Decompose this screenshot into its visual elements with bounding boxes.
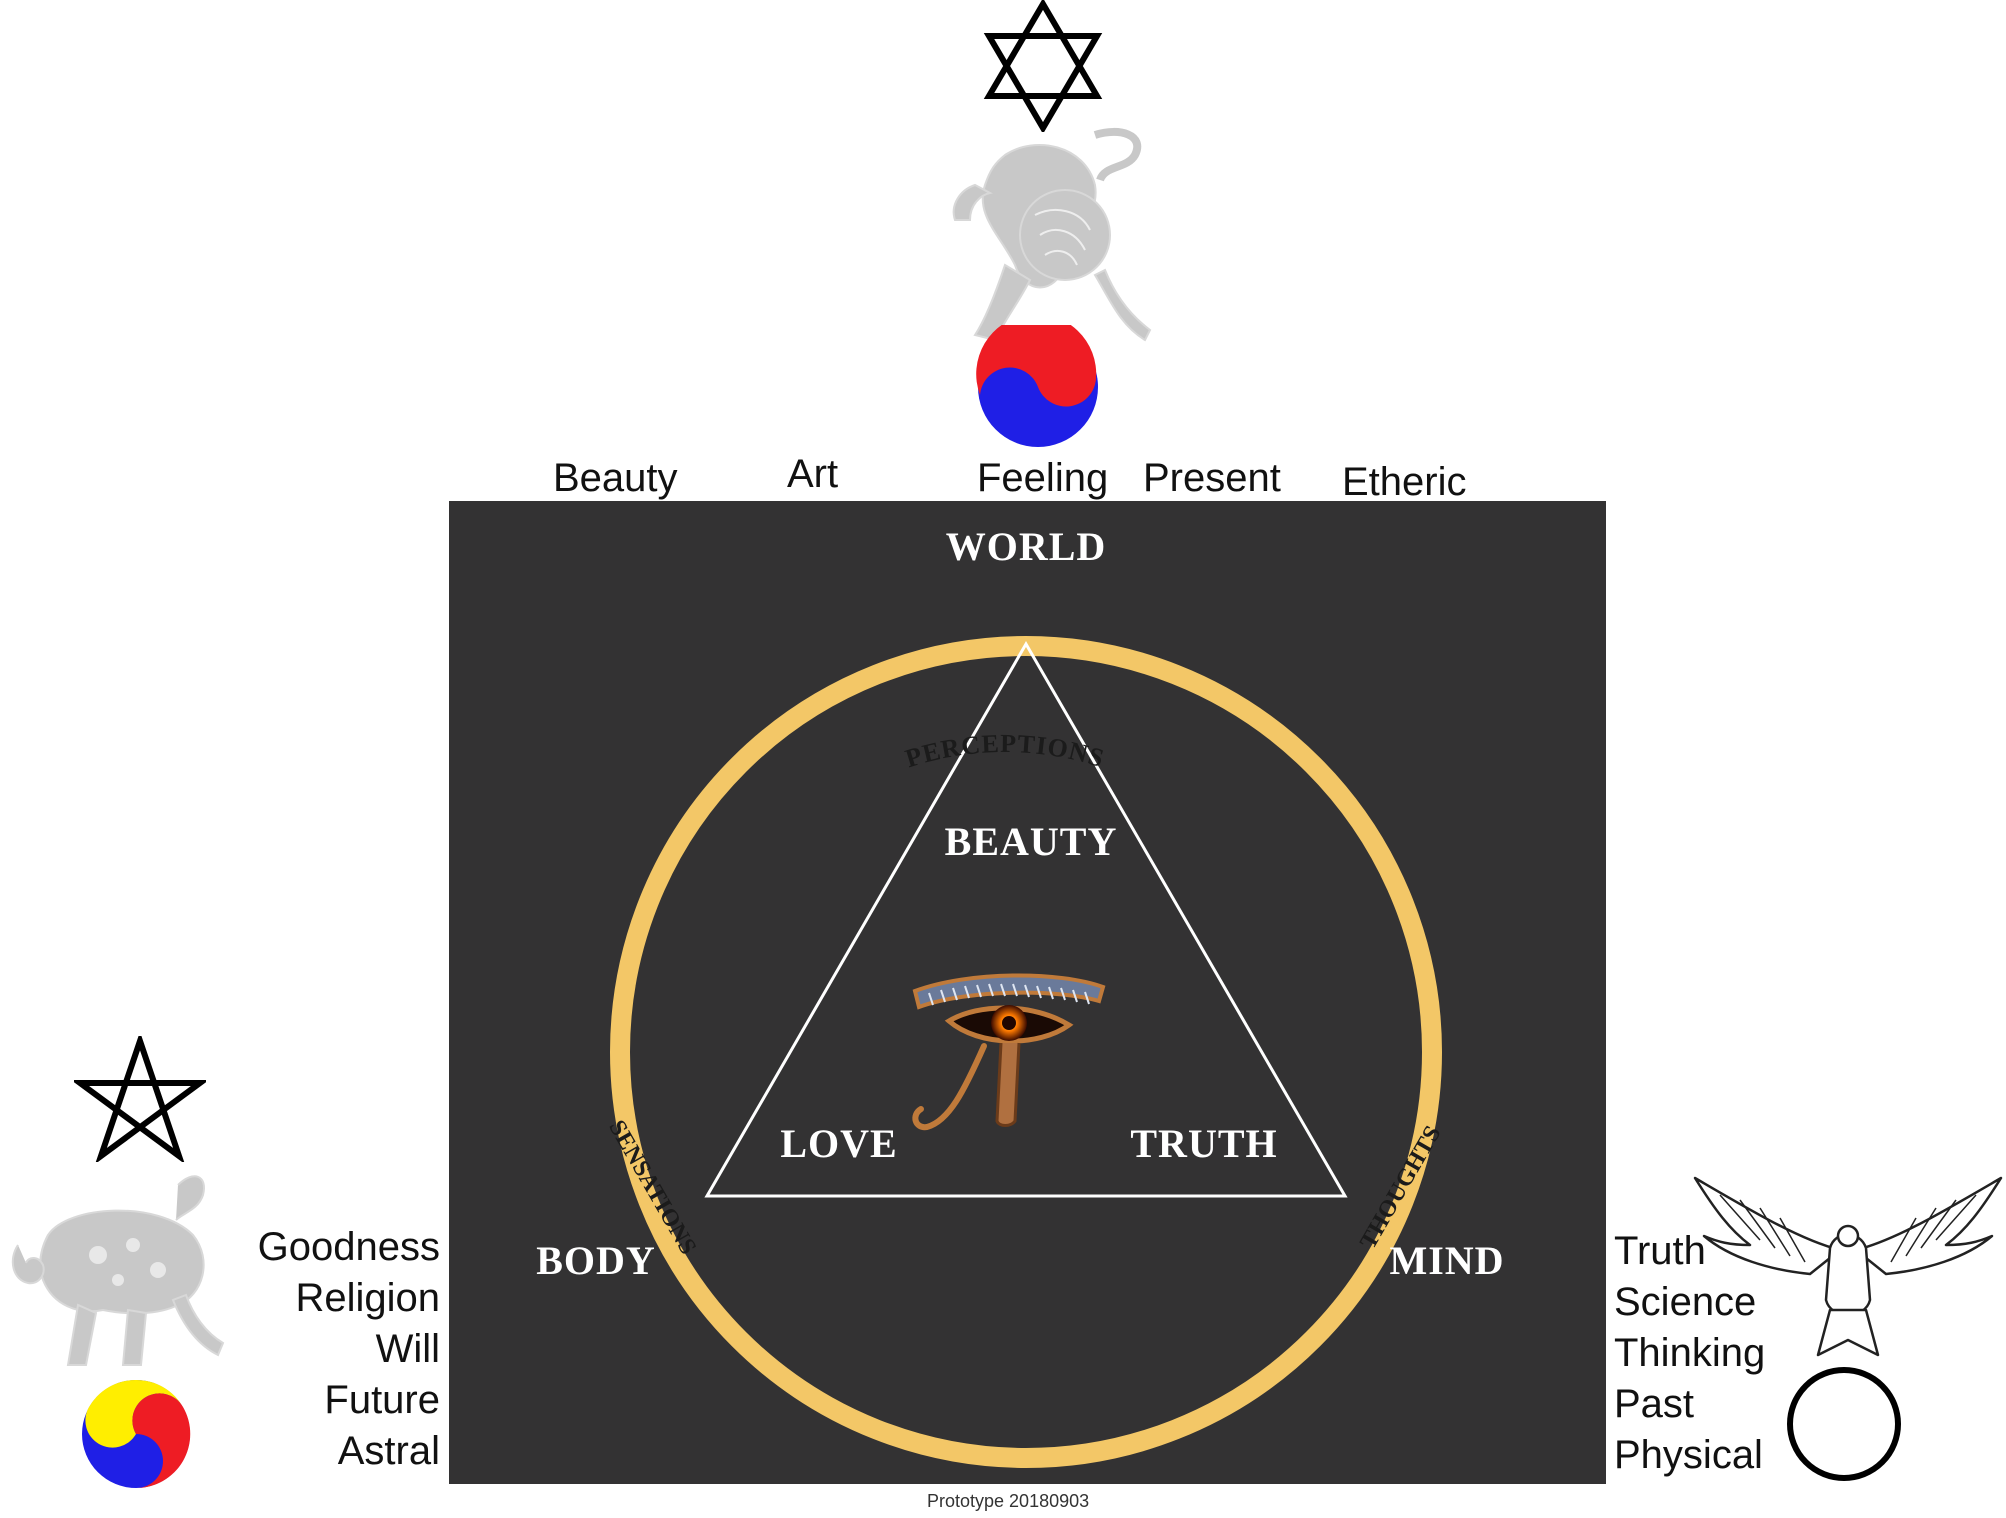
eye-of-horus-icon bbox=[912, 973, 1106, 1131]
right-label-thinking: Thinking bbox=[1614, 1331, 1766, 1375]
triangle bbox=[704, 641, 1348, 1198]
ring-circle bbox=[610, 636, 1442, 1468]
sam-taegeuk-icon bbox=[82, 1379, 191, 1489]
ring-label-thoughts: THOUGHTS bbox=[1355, 1122, 1446, 1254]
star-of-david-icon bbox=[983, 0, 1103, 132]
label-beauty: BEAUTY bbox=[945, 819, 1118, 864]
left-labels: Goodness Religion Will Future Astral bbox=[230, 1222, 440, 1477]
ring-label-perceptions-text: PERCEPTIONS bbox=[902, 729, 1108, 773]
right-label-past: Past bbox=[1614, 1382, 1695, 1426]
taegeuk-icon bbox=[976, 325, 1098, 447]
right-label-science: Science bbox=[1614, 1280, 1757, 1324]
pentagram-icon bbox=[74, 1036, 206, 1162]
label-truth: TRUTH bbox=[1130, 1121, 1277, 1166]
left-label-religion: Religion bbox=[295, 1276, 440, 1320]
top-label-present: Present bbox=[1143, 456, 1281, 500]
circle-icon bbox=[1787, 1367, 1901, 1481]
label-love: LOVE bbox=[780, 1121, 897, 1166]
ring-label-thoughts-text: THOUGHTS bbox=[1355, 1122, 1446, 1254]
taurus-bull-icon bbox=[11, 1175, 225, 1366]
top-label-beauty: Beauty bbox=[553, 456, 678, 500]
diagram-panel: PERCEPTIONS SENSATIONS THOUGHTS WORLD BO… bbox=[449, 501, 1606, 1484]
left-label-astral: Astral bbox=[337, 1429, 440, 1473]
label-world: WORLD bbox=[946, 524, 1107, 569]
left-label-future: Future bbox=[324, 1378, 440, 1422]
right-label-physical: Physical bbox=[1614, 1433, 1763, 1477]
prototype-caption: Prototype 20180903 bbox=[927, 1491, 1090, 1511]
top-label-feeling: Feeling bbox=[977, 456, 1109, 500]
ring-label-perceptions: PERCEPTIONS bbox=[902, 729, 1108, 773]
leo-lion-icon bbox=[952, 127, 1152, 342]
left-label-goodness: Goodness bbox=[257, 1225, 440, 1269]
right-labels: Truth Science Thinking Past Physical bbox=[1614, 1226, 1784, 1481]
top-label-art: Art bbox=[787, 452, 839, 496]
label-body: BODY bbox=[536, 1238, 656, 1283]
label-mind: MIND bbox=[1389, 1238, 1504, 1283]
eagle-icon bbox=[1693, 1176, 2003, 1357]
left-label-will: Will bbox=[375, 1327, 440, 1371]
right-label-truth: Truth bbox=[1614, 1229, 1706, 1273]
top-label-etheric: Etheric bbox=[1342, 460, 1467, 504]
